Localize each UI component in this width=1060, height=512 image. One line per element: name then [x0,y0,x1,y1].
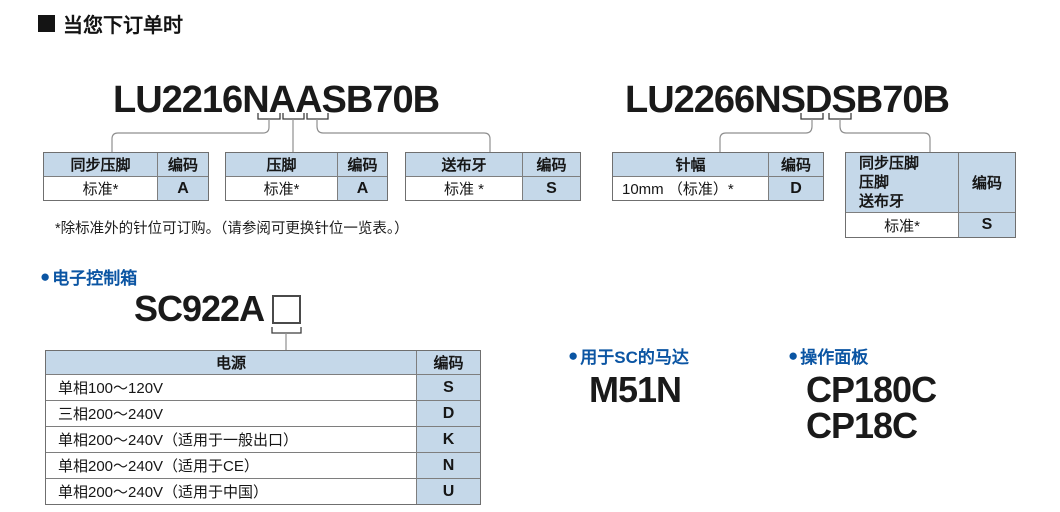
page-title: 当您下订单时 [38,9,183,38]
table-combined-parts: 同步压脚 压脚 送布牙 编码 标准* S [845,152,1016,238]
column-header-code: 编码 [338,153,387,176]
section-label-text: 电子控制箱 [52,269,138,288]
table-cell-code: A [338,177,387,200]
header-line: 同步压脚 [859,155,920,172]
table-cell-code: S [417,375,480,400]
column-header: 压脚 [226,153,337,176]
column-header: 送布牙 [406,153,522,176]
section-label-text: 操作面板 [800,348,869,367]
bullet-icon: ● [40,266,51,286]
table-cell: 单相200～240V（适用于一般出口） [46,427,416,452]
table-cell-code: A [158,177,208,200]
table-power-supply: 电源 编码 单相100～120V S 三相200～240V D 单相200～24… [45,350,481,505]
table-needle-gauge: 针幅 编码 10mm （标准）* D [612,152,824,201]
table-cell: 标准* [846,213,958,237]
table-sync-presser-foot: 同步压脚 编码 标准* A [43,152,209,201]
column-header-code: 编码 [523,153,580,176]
model-number-lu2266: LU2266NSDSB70B [625,79,950,121]
page-title-text: 当您下订单时 [63,15,183,37]
needle-position-footnote: *除标准外的针位可订购。（请参阅可更换针位一览表。） [55,221,409,237]
table-cell: 单相100～120V [46,375,416,400]
column-header-code: 编码 [769,153,823,176]
column-header: 同步压脚 [44,153,157,176]
section-panel-label: ● 操作面板 [788,343,868,368]
table-cell-code: K [417,427,480,452]
table-cell-code: D [417,401,480,426]
column-header: 同步压脚 压脚 送布牙 [846,153,958,212]
table-cell: 三相200～240V [46,401,416,426]
table-cell-code: N [417,453,480,478]
column-header-code: 编码 [959,153,1015,212]
table-cell: 单相200～240V（适用于中国） [46,479,416,504]
section-control-box-label: ● 电子控制箱 [40,264,137,289]
table-cell: 单相200～240V（适用于CE） [46,453,416,478]
table-cell-code: S [523,177,580,200]
section-motor-label: ● 用于SC的马达 [568,343,689,368]
bullet-icon: ● [568,345,579,365]
table-cell: 标准* [44,177,157,200]
table-cell: 标准 * [406,177,522,200]
column-header-code: 编码 [158,153,208,176]
section-label-text: 用于SC的马达 [580,348,689,367]
model-suffix-box [272,295,301,324]
model-number-lu2216: LU2216NAASB70B [113,79,440,121]
model-number-m51n: M51N [589,369,682,410]
column-header: 电源 [46,351,416,374]
title-square-icon [38,15,55,32]
model-number-cp180c: CP180C [806,369,937,410]
table-cell-code: S [959,213,1015,237]
table-feed-dog: 送布牙 编码 标准 * S [405,152,581,201]
model-number-sc922a: SC922A [134,288,265,329]
table-cell-code: U [417,479,480,504]
model-number-cp18c: CP18C [806,405,918,446]
column-header-code: 编码 [417,351,480,374]
table-cell: 标准* [226,177,337,200]
table-cell: 10mm （标准）* [613,177,768,200]
column-header: 针幅 [613,153,768,176]
header-line: 送布牙 [859,193,905,210]
table-presser-foot: 压脚 编码 标准* A [225,152,388,201]
header-line: 压脚 [859,174,890,191]
bullet-icon: ● [788,345,799,365]
table-cell-code: D [769,177,823,200]
